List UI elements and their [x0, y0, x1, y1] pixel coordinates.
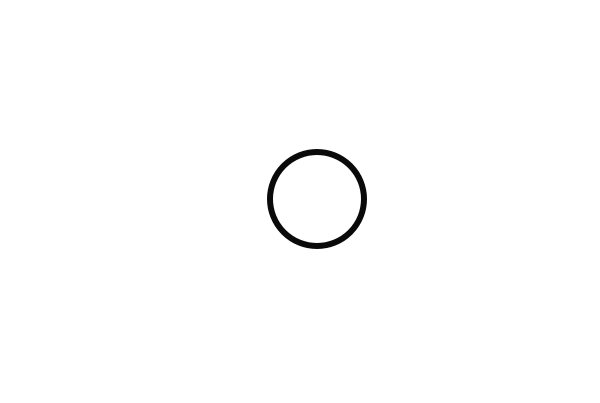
- center-website-node: [267, 149, 367, 249]
